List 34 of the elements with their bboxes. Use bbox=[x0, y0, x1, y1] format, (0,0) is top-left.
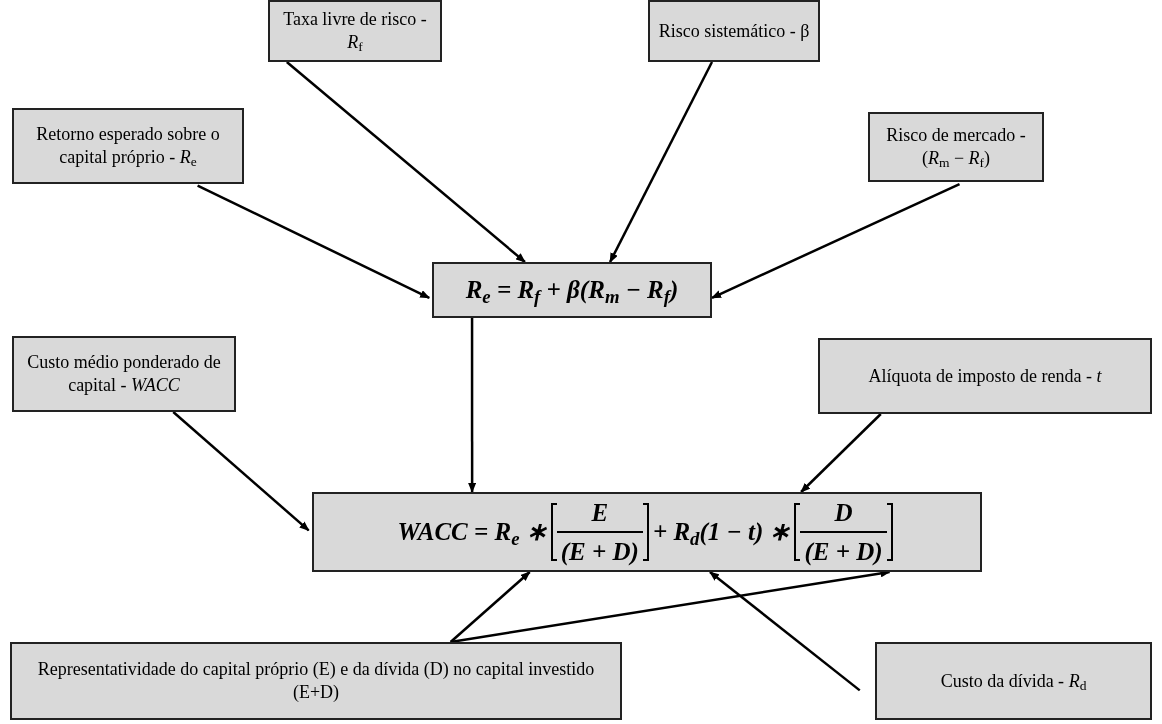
numerator: E bbox=[590, 497, 610, 528]
box-label: Custo médio ponderado de capital - WACC bbox=[26, 351, 222, 397]
arrow bbox=[608, 61, 714, 263]
concept-box bbox=[12, 108, 244, 184]
arrow bbox=[449, 571, 531, 643]
formula-text: R$_{e}$ = R$_{f}$ + β(R$_{m}$ − R$_{f}$) bbox=[465, 275, 679, 309]
denominator: (E + D) bbox=[803, 536, 884, 568]
concept-box bbox=[868, 112, 1044, 182]
concept-box bbox=[12, 336, 236, 412]
arrow bbox=[468, 318, 477, 493]
box-label: Risco de mercado - (R$_{m}$ − R$_{f}$) bbox=[885, 124, 1027, 170]
box-label: Taxa livre de risco - R$_{f}$ bbox=[282, 8, 428, 54]
arrow bbox=[711, 182, 961, 299]
arrow bbox=[286, 61, 526, 263]
box-label: Representatividade do capital próprio (E) e da dívida (D) no capital investido (E+D) bbox=[36, 658, 596, 704]
denominator: (E + D) bbox=[559, 536, 640, 568]
concept-box bbox=[648, 0, 820, 62]
arrow bbox=[800, 413, 882, 493]
box-label: Alíquota de imposto de renda - t bbox=[868, 364, 1102, 388]
formula-text: + R$_{d}$(1 − t) ∗ bbox=[652, 517, 791, 551]
arrow bbox=[197, 184, 431, 299]
concept-box bbox=[10, 642, 622, 720]
box-label: Risco sistemático - β bbox=[658, 19, 810, 43]
arrow bbox=[709, 571, 861, 692]
numerator: D bbox=[833, 497, 854, 528]
box-label: Retorno esperado sobre o capital próprio - R$_{e}$ bbox=[35, 123, 221, 169]
concept-box bbox=[875, 642, 1152, 720]
formula-box bbox=[312, 492, 982, 572]
concept-box bbox=[268, 0, 442, 62]
arrow bbox=[172, 411, 310, 532]
box-label: Custo da dívida - R$_{d}$ bbox=[940, 669, 1087, 693]
concept-box bbox=[818, 338, 1152, 414]
formula-text: WACC = R$_{e}$ ∗ bbox=[397, 517, 547, 551]
formula-box bbox=[432, 262, 712, 318]
